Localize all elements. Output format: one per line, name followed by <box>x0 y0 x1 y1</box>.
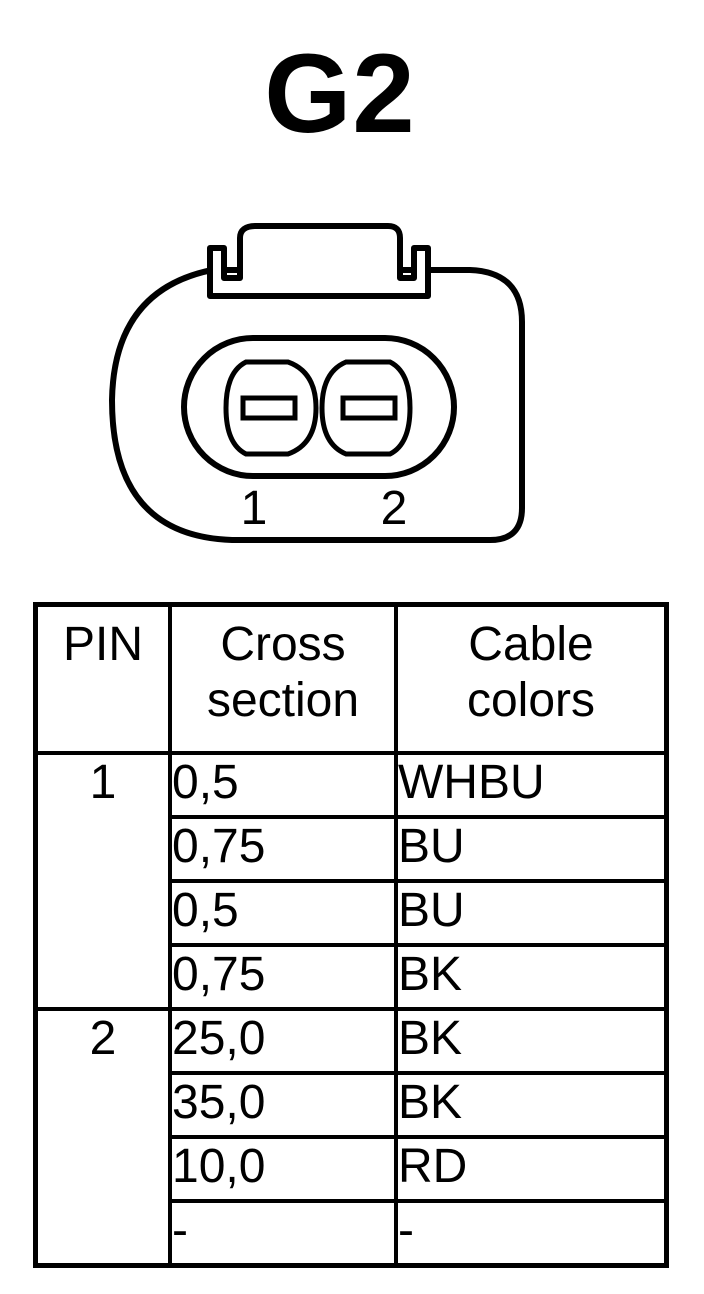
table-row: 2 25,0 BK <box>33 1007 669 1268</box>
pin-cell: 1 <box>33 751 172 1011</box>
connector-diagram: 1 2 <box>108 223 525 543</box>
table-row: - - <box>36 1199 669 1268</box>
cross-section-cell: 0,5 <box>168 751 398 819</box>
cross-section-cell: 25,0 <box>168 1007 398 1075</box>
table-header-row: PIN Cross section Cable colors <box>33 602 669 755</box>
pin-1-label: 1 <box>241 482 268 535</box>
pin-cavity <box>181 335 457 479</box>
table-row: 0,75 BK <box>36 943 669 1011</box>
cross-section-cell: - <box>168 1199 398 1268</box>
cross-section-cell: 10,0 <box>168 1135 398 1203</box>
cable-color-cell: BK <box>394 1007 669 1075</box>
cross-section-cell: 0,5 <box>168 879 398 947</box>
table-row: 10,0 RD <box>36 1135 669 1203</box>
cable-color-cell: RD <box>394 1135 669 1203</box>
cable-color-cell: BK <box>394 1071 669 1139</box>
table-row: 35,0 BK <box>36 1071 669 1139</box>
header-cable-colors: Cable colors <box>394 602 669 755</box>
table-row: 1 0,5 WHBU <box>33 751 669 1011</box>
table-row: 0,5 BU <box>36 879 669 947</box>
header-cross-section: Cross section <box>168 602 398 755</box>
cable-color-cell: BU <box>394 879 669 947</box>
cross-section-cell: 35,0 <box>168 1071 398 1139</box>
cable-color-cell: BK <box>394 943 669 1011</box>
pin-assignment-table: PIN Cross section Cable colors 1 0,5 WHB… <box>33 602 669 1268</box>
pin-1-terminal <box>223 359 319 457</box>
cable-color-cell: BU <box>394 815 669 883</box>
pin-2-terminal <box>319 359 413 457</box>
pin-2-label: 2 <box>381 482 408 535</box>
cable-color-cell: - <box>394 1199 669 1268</box>
connector-title: G2 <box>264 31 416 156</box>
connector-housing <box>108 267 525 543</box>
pin-1-blade <box>240 395 298 421</box>
pin-cell: 2 <box>33 1007 172 1268</box>
table-row: 0,75 BU <box>36 815 669 883</box>
locking-tab <box>207 223 431 299</box>
cross-section-cell: 0,75 <box>168 815 398 883</box>
cross-section-cell: 0,75 <box>168 943 398 1011</box>
cable-color-cell: WHBU <box>394 751 669 819</box>
pin-2-blade <box>340 395 398 421</box>
header-pin: PIN <box>33 602 172 755</box>
